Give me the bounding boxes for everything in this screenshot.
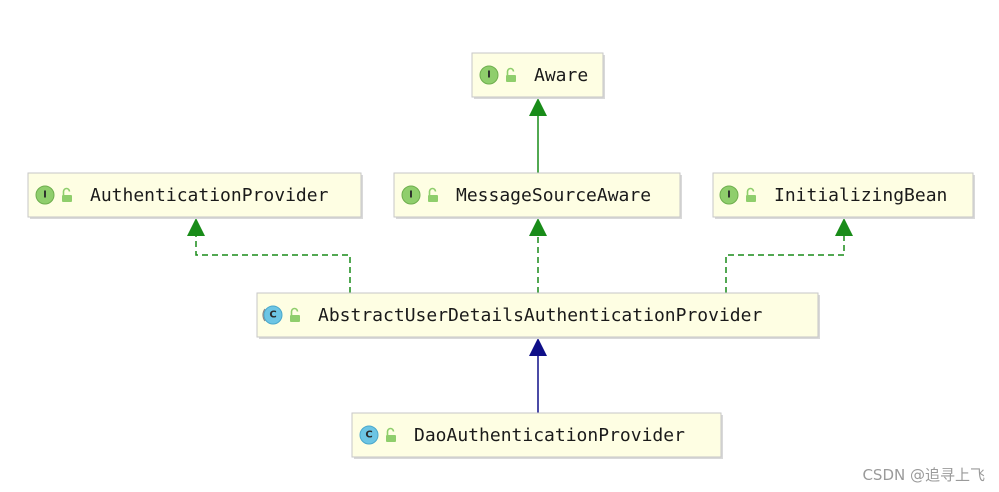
edge-abstract-to-initializingbean: [725, 234, 845, 293]
svg-text:I: I: [43, 190, 47, 201]
node-authentication-provider[interactable]: I AuthenticationProvider: [27, 172, 363, 219]
abstract-class-icon: C: [262, 305, 283, 325]
svg-text:I: I: [487, 70, 491, 81]
unlock-icon: [290, 307, 300, 322]
node-message-source-aware[interactable]: I MessageSourceAware: [393, 172, 682, 219]
svg-text:C: C: [269, 310, 276, 321]
unlock-icon: [428, 187, 438, 202]
node-label-abstract-user-details-authentication-provider: AbstractUserDetailsAuthenticationProvide…: [318, 305, 762, 326]
svg-text:I: I: [727, 190, 731, 201]
edge-abstract-to-authenticationprovider: [195, 234, 351, 293]
svg-text:C: C: [365, 430, 372, 441]
arrowhead-abstract: [529, 338, 547, 356]
node-label-message-source-aware: MessageSourceAware: [456, 185, 651, 206]
arrowhead-aware: [529, 98, 547, 116]
node-aware[interactable]: I Aware: [471, 52, 605, 99]
arrowhead-initializingbean: [835, 218, 853, 236]
interface-icon: I: [401, 185, 421, 205]
svg-text:I: I: [409, 190, 413, 201]
arrowhead-messagesourceaware: [529, 218, 547, 236]
watermark: CSDN @追寻上飞: [862, 466, 985, 484]
class-icon: C: [359, 425, 379, 445]
node-initializing-bean[interactable]: I InitializingBean: [712, 172, 975, 219]
interface-icon: I: [479, 65, 499, 85]
arrowhead-authenticationprovider: [187, 218, 205, 236]
unlock-icon: [506, 67, 516, 82]
node-abstract-user-details-authentication-provider[interactable]: C AbstractUserDetailsAuthenticationProvi…: [256, 292, 820, 339]
node-label-dao-authentication-provider: DaoAuthenticationProvider: [414, 425, 685, 446]
unlock-icon: [386, 427, 396, 442]
node-label-authentication-provider: AuthenticationProvider: [90, 185, 329, 206]
interface-icon: I: [719, 185, 739, 205]
interface-icon: I: [35, 185, 55, 205]
node-label-aware: Aware: [534, 65, 588, 86]
node-dao-authentication-provider[interactable]: C DaoAuthenticationProvider: [351, 412, 723, 459]
unlock-icon: [746, 187, 756, 202]
node-label-initializing-bean: InitializingBean: [774, 185, 947, 206]
unlock-icon: [62, 187, 72, 202]
